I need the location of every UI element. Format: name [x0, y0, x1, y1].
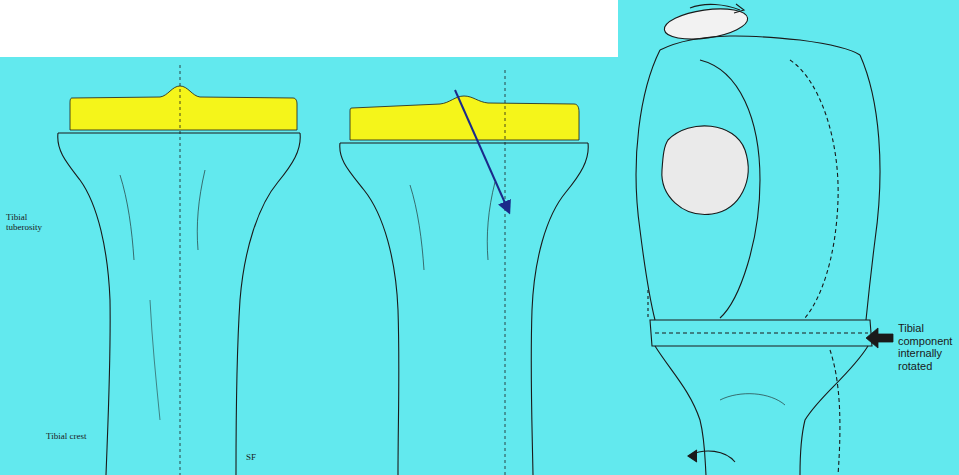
fibula-outline	[830, 350, 840, 475]
anatomy-label: Tibial tuberosity	[6, 212, 54, 233]
tibial-component	[650, 320, 872, 346]
tibia-outline	[655, 346, 706, 475]
component-line	[655, 332, 868, 333]
cyan-ground	[618, 0, 959, 57]
tibia-front-view	[58, 133, 301, 475]
knee-sketch	[636, 4, 880, 475]
rotation-arrow	[690, 4, 740, 10]
tibial-plateau	[340, 142, 588, 143]
tuberosity-line	[410, 185, 424, 270]
tuberosity-line	[197, 170, 205, 250]
rotation-arrow	[688, 450, 697, 462]
tuberosity-line	[120, 175, 134, 260]
tibia-outline	[340, 143, 399, 475]
tibia-outline	[800, 346, 868, 475]
tibia-outline	[236, 133, 300, 475]
cyan-ground	[0, 57, 959, 475]
femur-outline	[660, 36, 860, 55]
tibia-outline	[531, 143, 588, 475]
condyle-outline	[790, 60, 838, 318]
femur-outline	[860, 55, 880, 320]
tibia-outline	[58, 133, 110, 475]
condyle	[662, 126, 748, 215]
tuberosity-line	[720, 394, 785, 405]
tibial-insert	[350, 96, 579, 140]
rotation-arrow	[866, 328, 893, 348]
rotation-arrow	[455, 90, 509, 212]
rotation-arrow	[734, 4, 744, 13]
axis-line	[505, 70, 506, 475]
component-line	[647, 290, 648, 320]
tuberosity-line	[487, 182, 495, 260]
tibia-front-view	[340, 143, 588, 475]
tibial-plateau	[58, 132, 300, 133]
tibial-insert	[70, 86, 297, 130]
callout-label: Tibial component internally rotated	[898, 322, 956, 373]
anatomy-label: Tibial crest	[46, 431, 86, 441]
crest-line	[150, 300, 160, 420]
axis-line	[180, 65, 181, 475]
femur-outline	[636, 50, 660, 320]
artist-initials: SF	[246, 452, 256, 462]
